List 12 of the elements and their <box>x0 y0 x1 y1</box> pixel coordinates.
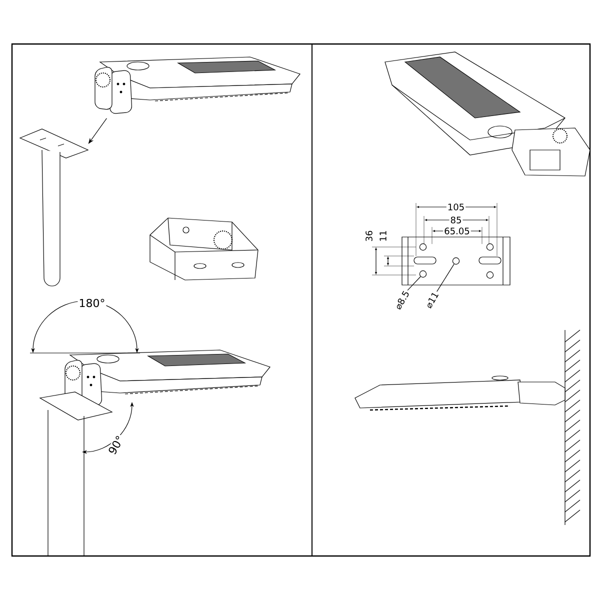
dimension-label: 105 <box>446 202 466 212</box>
dimension-label: 65.05 <box>443 226 471 236</box>
angle-label: 90° <box>106 433 126 457</box>
leader-line <box>436 264 454 292</box>
dimension-label: 85 <box>449 216 463 224</box>
dimension-label: 36 <box>364 229 374 243</box>
leader-line <box>407 276 421 291</box>
dimension-label: 11 <box>378 229 388 243</box>
angle-label: 180° <box>78 298 106 308</box>
mounting-hole <box>452 257 460 265</box>
luminaire-drawing <box>94 56 300 114</box>
mounting-hole <box>419 270 427 278</box>
